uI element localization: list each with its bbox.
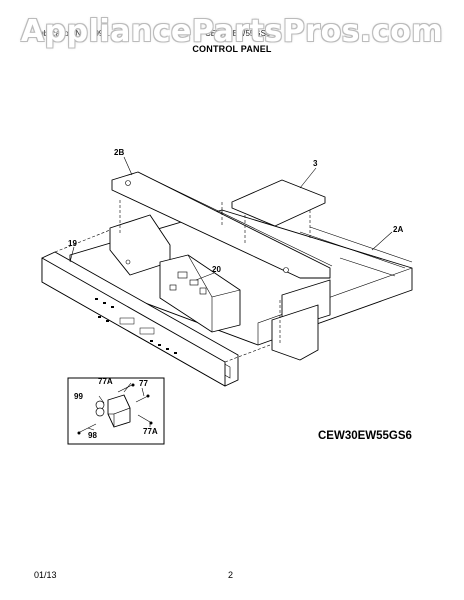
lock-switch-inset[interactable] — [67, 377, 165, 445]
section-title: CONTROL PANEL — [192, 44, 272, 54]
top-panel-part[interactable] — [111, 171, 333, 279]
cover-plate-part[interactable] — [231, 179, 326, 245]
callout-98: 98 — [88, 431, 97, 440]
callout-77a-top: 77A — [98, 377, 113, 386]
callout-77a-bottom: 77A — [143, 427, 158, 436]
control-panel-bezel-part[interactable] — [41, 229, 271, 387]
callout-99: 99 — [74, 392, 83, 401]
callout-2b: 2B — [114, 148, 124, 157]
publication-header: Publication No. 5995... — [34, 29, 115, 38]
publication-date: 01/13 — [34, 570, 57, 580]
callout-20: 20 — [212, 265, 221, 274]
model-number-label: CEW30EW55GS6 — [318, 430, 412, 442]
side-bracket[interactable] — [109, 200, 171, 276]
callout-2a: 2A — [393, 225, 403, 234]
site-watermark: AppliancePartsPros.com — [20, 14, 444, 49]
callout-3: 3 — [313, 159, 318, 168]
callout-19: 19 — [68, 239, 77, 248]
control-board-part[interactable] — [159, 254, 241, 333]
model-header: CEW30EW55GS6 — [205, 29, 271, 38]
callout-77: 77 — [139, 379, 148, 388]
page-number: 2 — [228, 570, 234, 580]
